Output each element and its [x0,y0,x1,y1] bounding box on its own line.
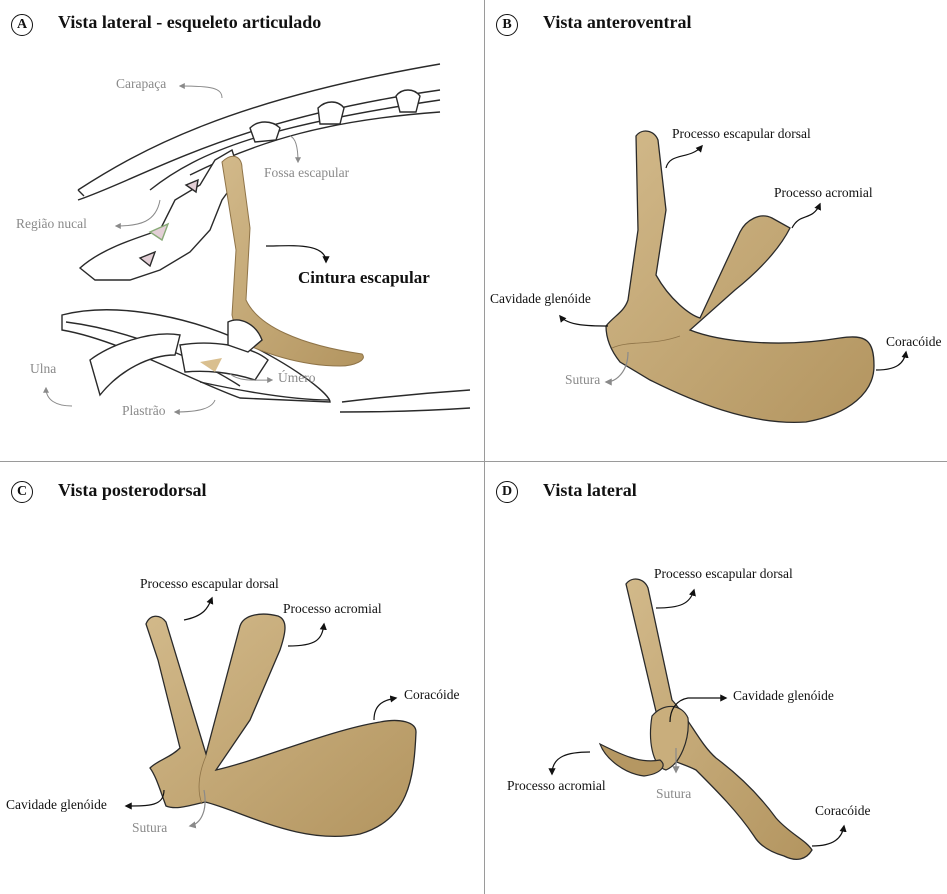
label-ulna: Ulna [30,361,56,377]
label-c-cavidade-glenoide: Cavidade glenóide [6,797,107,813]
label-d-cavidade-glenoide: Cavidade glenóide [733,688,834,704]
label-c-processo-acromial: Processo acromial [283,601,382,617]
label-b-cavidade-glenoide: Cavidade glenóide [490,291,591,307]
panel-a-title: Vista lateral - esqueleto articulado [58,12,321,33]
label-c-sutura: Sutura [132,820,167,836]
panel-c-badge: C [11,481,33,503]
panel-d-bone [600,579,812,859]
label-cintura-escapular: Cintura escapular [298,268,430,288]
label-b-processo-acromial: Processo acromial [774,185,873,201]
label-d-coracoide: Coracóide [815,803,870,819]
panel-a-badge: A [11,14,33,36]
label-c-coracoide: Coracóide [404,687,459,703]
label-d-sutura: Sutura [656,786,691,802]
panel-b-badge: B [496,14,518,36]
panel-a-skeleton [62,64,470,412]
neck-vertebrae [80,150,240,280]
panel-b-title: Vista anteroventral [543,12,691,33]
panel-d-badge: D [496,481,518,503]
label-plastrao: Plastrão [122,403,166,419]
label-fossa-escapular: Fossa escapular [264,165,349,181]
panel-b-bone [606,131,874,422]
label-d-processo-acromial: Processo acromial [507,778,606,794]
panel-c-title: Vista posterodorsal [58,480,207,501]
label-carapaca: Carapaça [116,76,166,92]
label-b-coracoide: Coracóide [886,334,941,350]
label-b-processo-dorsal: Processo escapular dorsal [672,126,811,142]
label-umero: Úmero [278,370,316,386]
panel-d-title: Vista lateral [543,480,637,501]
label-regiao-nucal: Região nucal [16,216,87,232]
panel-c-bone [146,614,416,836]
label-b-sutura: Sutura [565,372,600,388]
label-c-processo-dorsal: Processo escapular dorsal [140,576,279,592]
label-d-processo-dorsal: Processo escapular dorsal [654,566,793,582]
